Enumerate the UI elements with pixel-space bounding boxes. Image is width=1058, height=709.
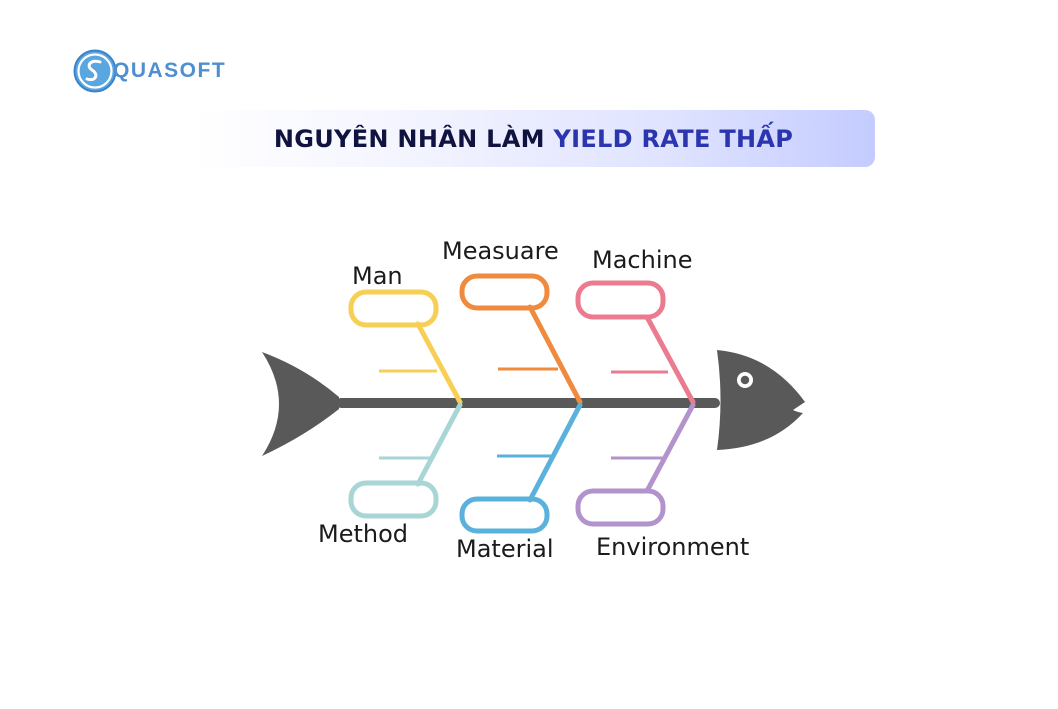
label-environment: Environment [596, 533, 750, 561]
method-branch [415, 402, 463, 487]
label-man: Man [352, 262, 403, 290]
method-box [348, 480, 439, 519]
man-box [348, 289, 439, 328]
bone-environment [575, 402, 696, 527]
bone-method [348, 402, 463, 519]
material-branch [527, 402, 583, 503]
fish-head [717, 350, 805, 450]
label-material: Material [456, 535, 554, 563]
fish-spine [336, 398, 720, 408]
bone-machine [575, 280, 696, 405]
title-part-2: YIELD RATE THẤP [553, 124, 794, 153]
bone-material [459, 402, 583, 534]
bone-measuare [459, 273, 583, 405]
fish-tail [262, 352, 339, 456]
bone-man [348, 289, 463, 405]
label-machine: Machine [592, 246, 693, 274]
measuare-box [459, 273, 550, 311]
page-title: NGUYÊN NHÂN LÀM YIELD RATE THẤP [274, 125, 793, 153]
machine-box [575, 280, 666, 320]
man-branch [415, 321, 463, 405]
environment-box [575, 488, 666, 527]
label-method: Method [318, 520, 409, 548]
machine-branch [644, 314, 696, 405]
fish-pupil [740, 375, 750, 385]
quasoft-logo-icon [73, 49, 117, 93]
title-banner: NGUYÊN NHÂN LÀM YIELD RATE THẤP [192, 110, 875, 167]
quasoft-logo: QUASOFT [73, 49, 226, 93]
title-part-1: NGUYÊN NHÂN LÀM [273, 124, 554, 153]
environment-branch [644, 402, 696, 494]
material-box [459, 496, 550, 534]
label-measuare: Measuare [442, 237, 559, 265]
logo-text: QUASOFT [113, 59, 227, 82]
measuare-branch [527, 304, 583, 405]
